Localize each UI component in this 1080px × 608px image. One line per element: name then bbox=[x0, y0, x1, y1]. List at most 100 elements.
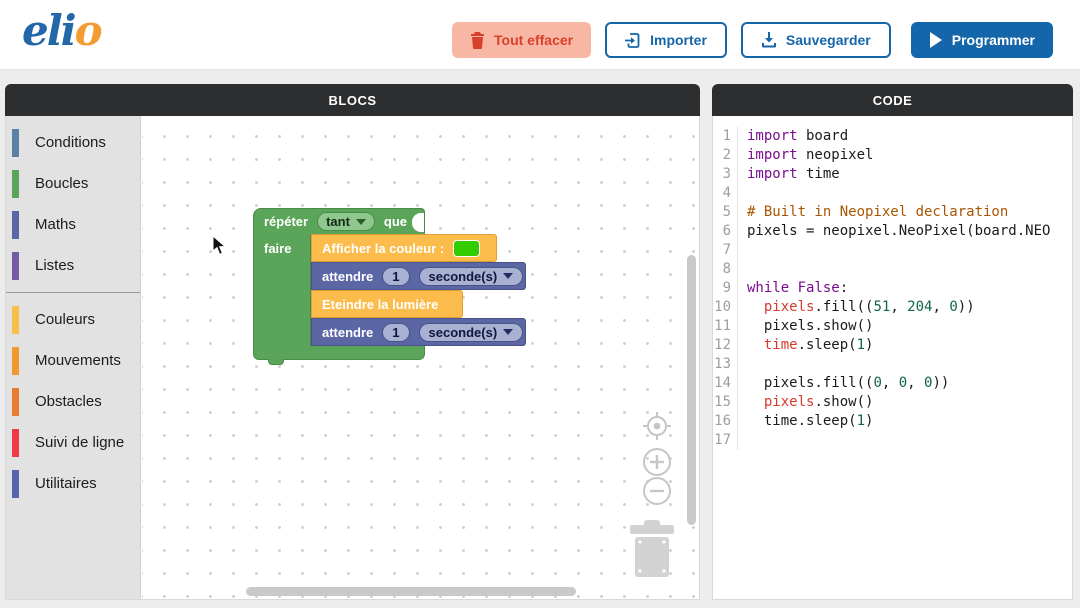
category-label: Couleurs bbox=[35, 311, 96, 328]
chevron-down-icon bbox=[503, 273, 514, 279]
turn-off-light-block[interactable]: Eteindre la lumière bbox=[311, 290, 463, 318]
line-number: 9 bbox=[713, 279, 738, 298]
repeat-while-block-footer[interactable] bbox=[253, 346, 425, 360]
category-color-bar bbox=[12, 346, 19, 375]
sidebar-item-obstacles[interactable]: Obstacles bbox=[6, 381, 140, 422]
workspace-vertical-scrollbar[interactable] bbox=[687, 255, 696, 525]
code-text: time.sleep(1) bbox=[747, 413, 874, 429]
code-line: 4 bbox=[713, 184, 1072, 203]
sidebar-divider bbox=[6, 292, 140, 293]
blockly-workspace[interactable]: répéter tant que faire Afficher la coule… bbox=[142, 116, 699, 599]
code-text bbox=[738, 260, 747, 279]
category-color-bar bbox=[12, 210, 19, 239]
code-text: import board bbox=[747, 128, 849, 144]
line-number: 10 bbox=[713, 298, 738, 317]
line-number: 5 bbox=[713, 203, 738, 222]
logo-text-blue: eli bbox=[22, 6, 77, 55]
zoom-out-button[interactable] bbox=[642, 476, 672, 511]
duration-field[interactable]: 1 bbox=[382, 322, 410, 342]
line-number: 13 bbox=[713, 355, 738, 374]
save-button[interactable]: Sauvegarder bbox=[740, 22, 891, 58]
code-text bbox=[738, 184, 747, 203]
line-number: 15 bbox=[713, 393, 738, 412]
zoom-reset-button[interactable] bbox=[642, 411, 672, 446]
import-label: Importer bbox=[650, 32, 707, 48]
repeat-mode-value: tant bbox=[326, 214, 350, 229]
wait-block-1[interactable]: attendre 1 seconde(s) bbox=[311, 262, 526, 290]
workspace-trash-icon[interactable] bbox=[628, 520, 676, 583]
repeat-while-block-body[interactable]: faire bbox=[253, 234, 311, 347]
code-line: 11 pixels.show() bbox=[713, 317, 1072, 336]
color-swatch[interactable] bbox=[453, 239, 481, 257]
program-label: Programmer bbox=[951, 32, 1035, 48]
sidebar-item-utilitaires[interactable]: Utilitaires bbox=[6, 463, 140, 504]
import-button[interactable]: Importer bbox=[605, 22, 727, 58]
sidebar-item-maths[interactable]: Maths bbox=[6, 204, 140, 245]
code-panel-title: CODE bbox=[712, 84, 1073, 116]
sidebar-item-conditions[interactable]: Conditions bbox=[6, 122, 140, 163]
code-text: time.sleep(1) bbox=[763, 337, 874, 353]
unit-dropdown[interactable]: seconde(s) bbox=[418, 266, 524, 286]
next-connection-tab bbox=[268, 359, 284, 365]
sidebar-item-suivi-de-ligne[interactable]: Suivi de ligne bbox=[6, 422, 140, 463]
duration-field[interactable]: 1 bbox=[382, 266, 410, 286]
unit-value: seconde(s) bbox=[428, 324, 498, 340]
chevron-down-icon bbox=[503, 329, 514, 335]
unit-value: seconde(s) bbox=[428, 268, 498, 284]
que-label: que bbox=[383, 214, 408, 229]
program-button[interactable]: Programmer bbox=[910, 22, 1053, 58]
clear-all-label: Tout effacer bbox=[494, 32, 574, 48]
line-number: 17 bbox=[713, 431, 738, 450]
line-number: 3 bbox=[713, 165, 738, 184]
code-line: 17 bbox=[713, 431, 1072, 450]
unit-dropdown[interactable]: seconde(s) bbox=[418, 322, 524, 342]
line-number: 16 bbox=[713, 412, 738, 431]
repeat-mode-dropdown[interactable]: tant bbox=[317, 212, 375, 231]
show-color-label: Afficher la couleur : bbox=[322, 240, 445, 256]
sidebar-item-mouvements[interactable]: Mouvements bbox=[6, 340, 140, 381]
import-file-icon bbox=[625, 32, 641, 49]
code-line: 10 pixels.fill((51, 204, 0)) bbox=[713, 298, 1072, 317]
code-text bbox=[738, 241, 747, 260]
category-label: Boucles bbox=[35, 175, 89, 192]
clear-all-button[interactable]: Tout effacer bbox=[452, 22, 592, 58]
workspace-horizontal-scrollbar[interactable] bbox=[246, 587, 576, 596]
code-line: 8 bbox=[713, 260, 1072, 279]
code-line: 7 bbox=[713, 241, 1072, 260]
show-color-block[interactable]: Afficher la couleur : bbox=[311, 234, 497, 262]
trash-icon bbox=[470, 31, 485, 49]
toolbar: Tout effacer Importer Sauvegarder Progra… bbox=[452, 22, 1053, 58]
code-text: pixels = neopixel.NeoPixel(board.NEO bbox=[747, 223, 1051, 239]
code-line: 6 pixels = neopixel.NeoPixel(board.NEO bbox=[713, 222, 1072, 241]
wait-block-2[interactable]: attendre 1 seconde(s) bbox=[311, 318, 526, 346]
code-text: pixels.show() bbox=[747, 318, 874, 334]
save-label: Sauvegarder bbox=[785, 32, 871, 48]
chevron-down-icon bbox=[355, 218, 366, 225]
app-logo: elio bbox=[22, 6, 103, 55]
category-label: Maths bbox=[35, 216, 76, 233]
sidebar-item-boucles[interactable]: Boucles bbox=[6, 163, 140, 204]
download-icon bbox=[761, 32, 777, 48]
sidebar-item-listes[interactable]: Listes bbox=[6, 245, 140, 286]
sidebar-item-couleurs[interactable]: Couleurs bbox=[6, 299, 140, 340]
category-label: Obstacles bbox=[35, 393, 102, 410]
zoom-in-button[interactable] bbox=[642, 447, 672, 482]
code-text: pixels.show() bbox=[763, 394, 874, 410]
repeat-while-block-header[interactable]: répéter tant que bbox=[253, 208, 425, 235]
category-color-bar bbox=[12, 387, 19, 416]
line-number: 6 bbox=[713, 222, 738, 241]
condition-socket[interactable] bbox=[412, 213, 424, 232]
category-color-bar bbox=[12, 128, 19, 157]
code-text: import neopixel bbox=[747, 147, 874, 163]
code-line: 16 time.sleep(1) bbox=[713, 412, 1072, 431]
category-label: Suivi de ligne bbox=[35, 434, 125, 451]
code-text: # Built in Neopixel declaration bbox=[747, 204, 1009, 220]
